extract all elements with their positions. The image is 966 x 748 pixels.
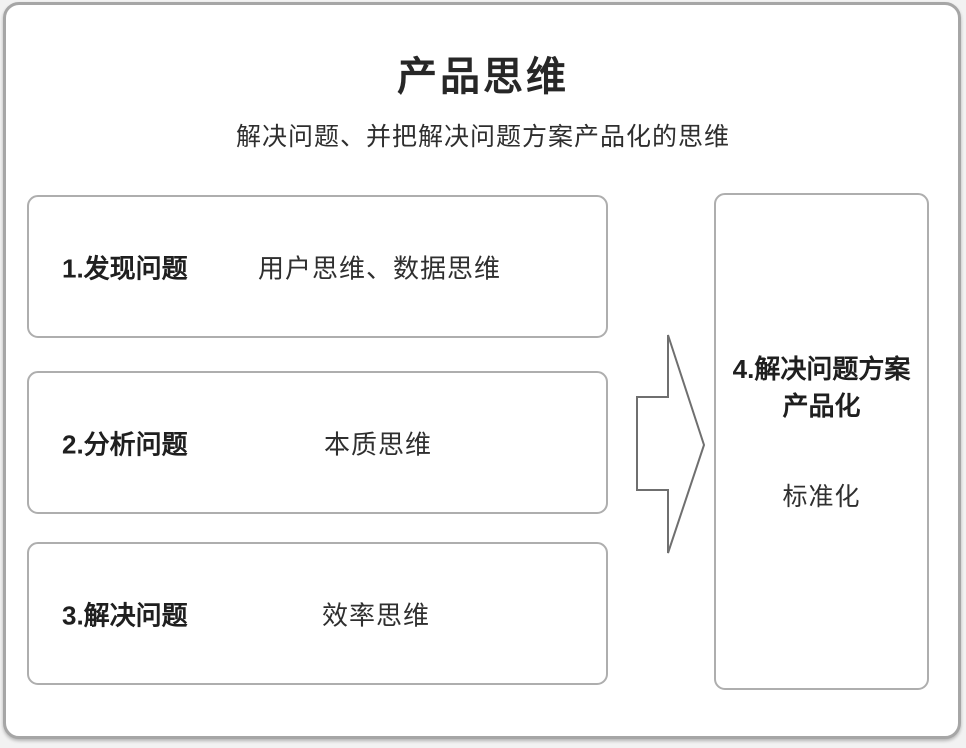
page-subtitle: 解决问题、并把解决问题方案产品化的思维 [235, 123, 730, 151]
page-title: 产品思维 [397, 55, 569, 99]
result-title-line1: 4.解决问题方案 [732, 353, 911, 384]
result-box: 4.解决问题方案 产品化 标准化 [714, 193, 929, 690]
result-title-line2: 产品化 [782, 390, 861, 421]
step-1-detail: 用户思维、数据思维 [258, 253, 502, 283]
step-2-label: 2.分析问题 [62, 429, 188, 459]
step-box-3: 3.解决问题 效率思维 [27, 542, 608, 685]
step-1-label: 1.发现问题 [62, 253, 188, 283]
step-2-detail: 本质思维 [324, 429, 433, 459]
step-3-label: 3.解决问题 [62, 600, 188, 630]
result-content: 4.解决问题方案 产品化 标准化 [716, 351, 927, 513]
step-3-detail: 效率思维 [322, 600, 431, 630]
step-box-1: 1.发现问题 用户思维、数据思维 [27, 195, 608, 338]
right-block-arrow-icon [636, 334, 706, 554]
step-box-2: 2.分析问题 本质思维 [27, 371, 608, 514]
result-detail: 标准化 [782, 482, 861, 511]
